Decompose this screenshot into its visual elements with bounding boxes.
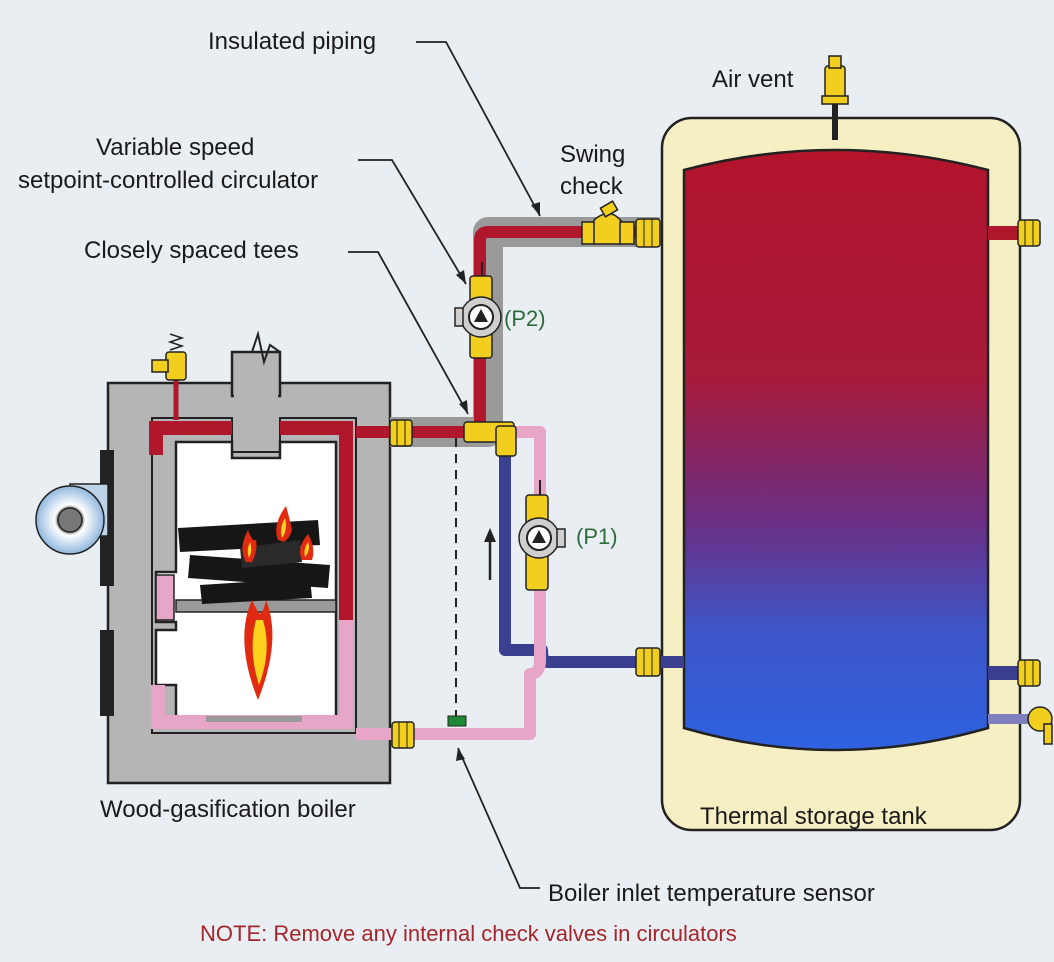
label-variable-speed-line1: Variable speed (96, 134, 255, 161)
relief-valve-icon (151, 333, 187, 381)
leader-closely-spaced-tees (348, 251, 469, 415)
note-text: NOTE: Remove any internal check valves i… (200, 921, 737, 946)
label-pump-p2: (P2) (504, 306, 546, 331)
flame-icon (242, 506, 314, 700)
label-insulated-piping: Insulated piping (208, 28, 377, 55)
leader-insulated-piping (416, 41, 541, 217)
thermal-storage-tank (660, 55, 1053, 832)
union-fitting (389, 419, 413, 447)
label-air-vent: Air vent (712, 66, 794, 93)
label-variable-speed-line2: setpoint-controlled circulator (18, 167, 319, 194)
label-swing-check-line1: Swing (560, 141, 626, 168)
closely-spaced-tees (463, 421, 517, 457)
leader-lines (348, 41, 541, 889)
leader-variable-speed (358, 159, 467, 285)
drain-valve-icon (1027, 706, 1053, 745)
swing-check-valve-icon (581, 200, 635, 245)
union-fitting (1017, 219, 1041, 247)
flue-break-icon (240, 330, 281, 366)
label-sensor: Boiler inlet temperature sensor (548, 880, 875, 907)
firewood-logs (178, 520, 330, 604)
label-tank: Thermal storage tank (700, 803, 927, 830)
piping (356, 200, 684, 749)
tank-vessel (682, 148, 990, 752)
circulator-p2-icon (454, 262, 502, 359)
label-boiler: Wood-gasification boiler (100, 796, 356, 823)
leader-sensor (457, 747, 540, 889)
air-vent-icon (821, 55, 849, 105)
blower-fan-icon (35, 483, 109, 555)
union-fitting (1017, 659, 1041, 687)
leader-arrowheads (456, 202, 540, 761)
circulator-p1-icon (518, 480, 566, 591)
label-swing-check-line2: check (560, 173, 623, 200)
wood-gasification-boiler (35, 330, 392, 785)
boiler-door-lower (100, 630, 114, 716)
union-fitting (635, 218, 661, 248)
label-pump-p1: (P1) (576, 524, 618, 549)
union-fitting (391, 721, 415, 749)
label-closely-spaced-tees: Closely spaced tees (84, 237, 299, 264)
flow-arrow-icon (484, 528, 496, 580)
union-fitting (635, 647, 661, 677)
temperature-sensor (447, 715, 467, 727)
